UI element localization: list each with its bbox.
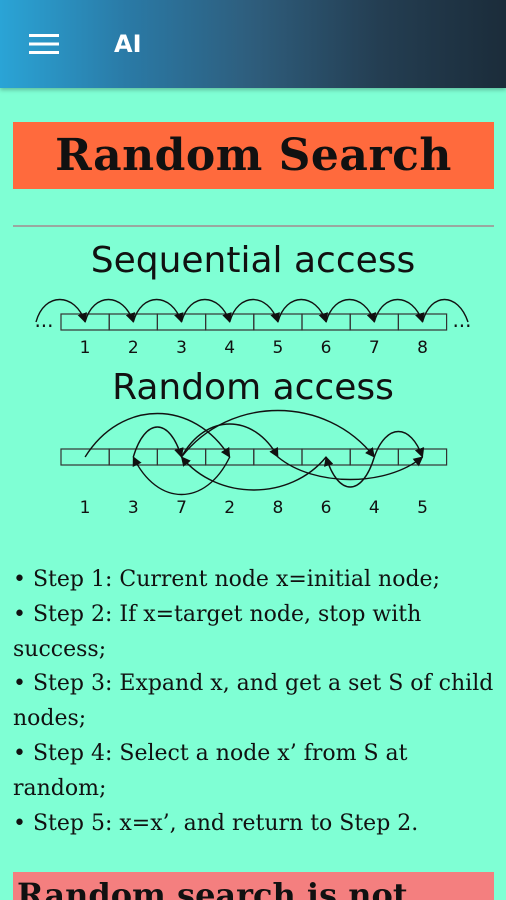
random-label-3: 7 [176,498,187,518]
random-arrow-8 [373,430,425,458]
random-arrow-2 [132,456,231,495]
random-label-5: 8 [272,498,283,518]
app-bar: AI [0,0,506,88]
random-cells [60,448,448,466]
sequential-label-2: 2 [128,338,139,358]
sequential-label-4: 4 [224,338,235,358]
step-5: • Step 5: x=x’, and return to Step 2. [13,810,419,836]
sequential-arrow-6 [277,298,328,323]
sequential-label-6: 6 [321,338,332,358]
random-arrow-3 [132,426,184,458]
sequential-label-8: 8 [417,338,428,358]
random-arrow-7 [180,423,279,458]
sequential-index-labels: 1 2 3 4 5 6 7 8 [80,338,428,358]
divider [13,225,494,227]
sequential-arrow-3 [132,298,184,323]
sequential-label-1: 1 [80,338,91,358]
hamburger-menu-icon [29,34,59,54]
step-2: • Step 2: If x=target node, stop with su… [13,601,422,662]
sequential-left-ellipsis: ... [34,308,53,332]
sequential-label-7: 7 [369,338,380,358]
random-access-title: Random access [112,367,394,408]
random-index-labels: 1 3 7 2 8 6 4 5 [80,498,428,518]
step-1: • Step 1: Current node x=initial node; [13,567,440,592]
sequential-arrow-2 [84,298,136,323]
random-label-7: 4 [369,498,380,518]
random-arrow-5 [323,456,375,488]
callout-text: Random search is not [17,876,408,900]
random-arrow-6 [180,456,327,491]
access-diagram: Sequential access ... ... 1 2 3 4 5 6 7 8 Rando… [34,240,471,518]
random-label-1: 1 [80,498,91,518]
random-arrow-9 [277,456,424,481]
page-title: Random Search [55,130,452,181]
random-label-6: 6 [321,498,332,518]
step-4: • Step 4: Select a node x’ from S at ran… [13,740,408,801]
random-label-8: 5 [417,498,428,518]
sequential-label-3: 3 [176,338,187,358]
steps-list: • Step 1: Current node x=initial node; •… [13,563,497,841]
sequential-arrow-9 [421,298,469,323]
heading-banner: Random Search [13,122,494,189]
sequential-arrows [35,298,469,323]
sequential-cells [60,313,448,331]
sequential-right-ellipsis: ... [452,308,471,332]
sequential-arrow-4 [180,298,232,323]
random-arrows [84,409,425,495]
random-arrow-1 [84,412,231,458]
random-label-2: 3 [128,498,139,518]
app-title: AI [114,30,142,58]
sequential-access-title: Sequential access [91,240,416,281]
sequential-label-5: 5 [272,338,283,358]
sequential-arrow-7 [325,298,377,323]
step-3: • Step 3: Expand x, and get a set S of c… [13,671,494,732]
sequential-arrow-1 [35,298,87,323]
random-arrow-4 [180,409,375,458]
menu-button[interactable] [20,26,68,62]
callout-banner: Random search is not [13,872,494,900]
sequential-arrow-5 [229,298,280,323]
random-label-4: 2 [224,498,235,518]
sequential-arrow-8 [373,298,425,323]
